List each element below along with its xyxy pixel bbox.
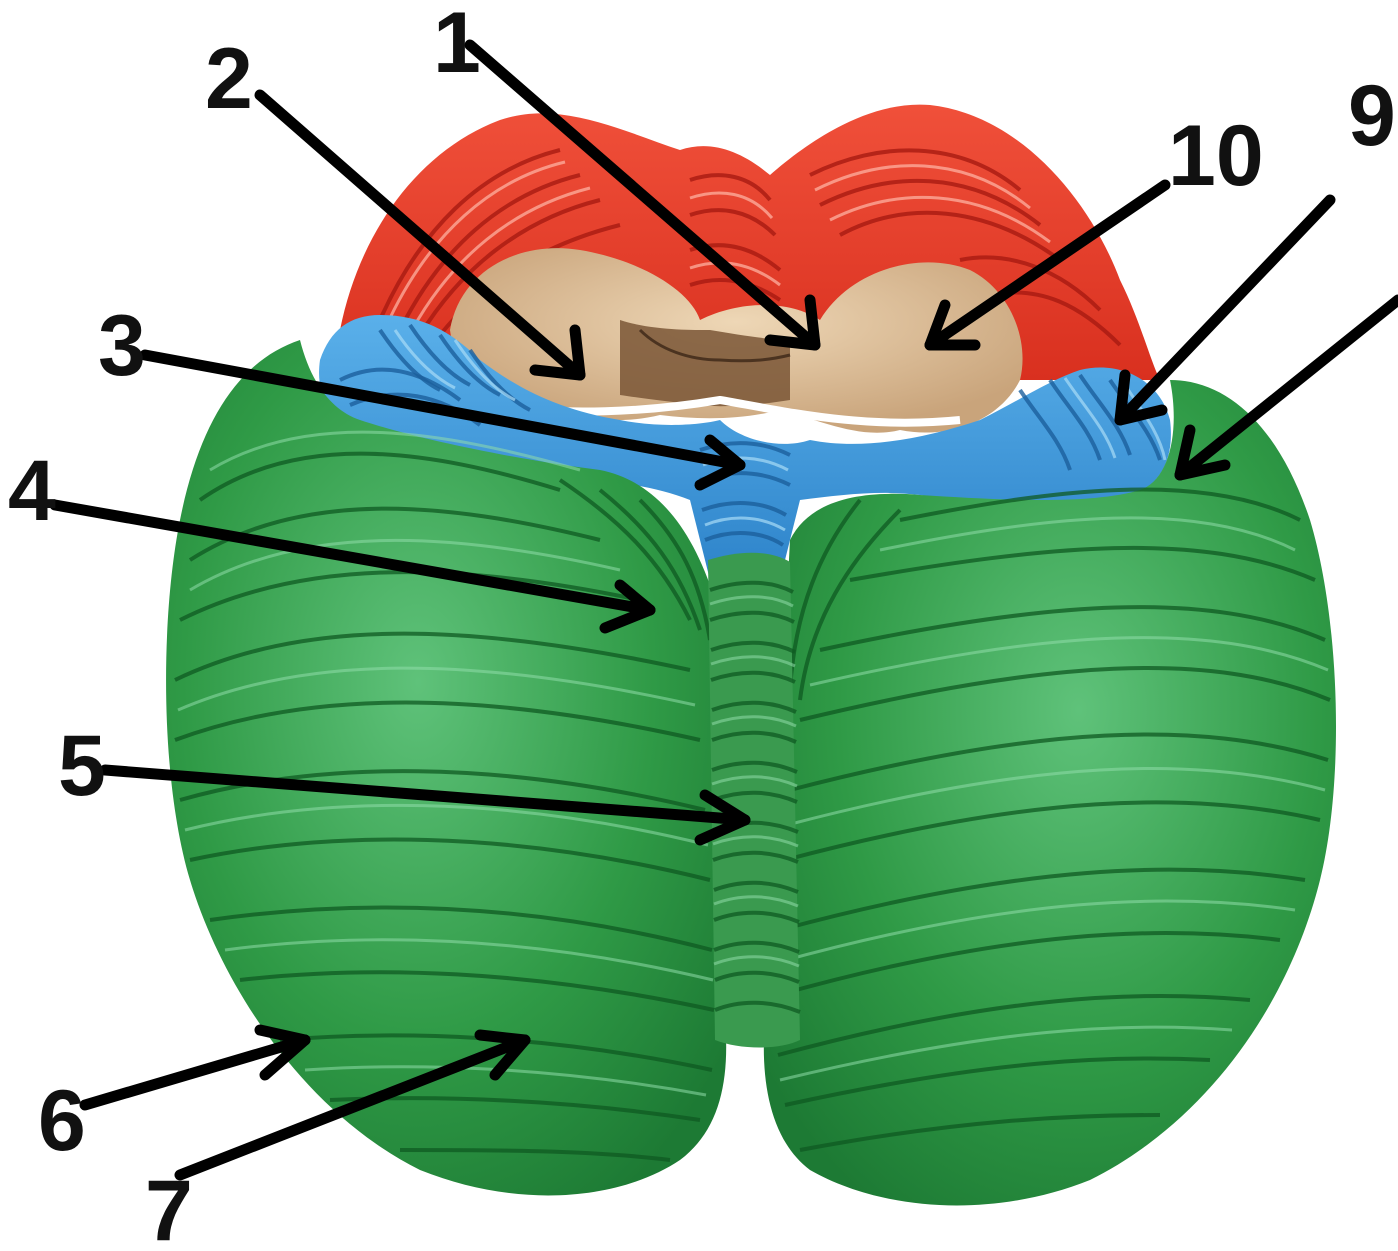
right-hemisphere (764, 380, 1336, 1205)
label-10: 10 (1168, 108, 1264, 204)
label-1: 1 (433, 0, 481, 91)
label-2: 2 (205, 31, 253, 127)
arrow-9 (1120, 200, 1330, 420)
label-5: 5 (58, 718, 106, 814)
label-4: 4 (8, 443, 56, 539)
label-6: 6 (38, 1073, 86, 1169)
label-3: 3 (98, 298, 146, 394)
label-9: 9 (1348, 68, 1396, 164)
label-7: 7 (145, 1163, 193, 1246)
